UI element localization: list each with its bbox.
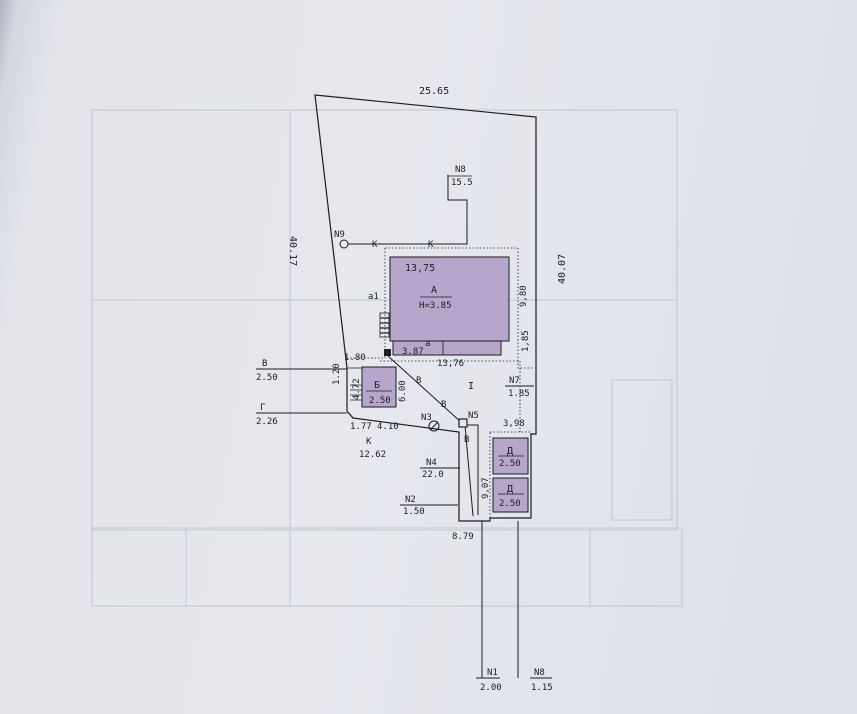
porch-value: 3.87: [402, 347, 424, 357]
building-d-upper-value: 2.50: [499, 459, 521, 469]
dim-house-top: 13,75: [405, 263, 435, 274]
node-n7-value: 1.85: [508, 389, 530, 399]
pipe-mark-v-1: В: [416, 376, 421, 386]
building-d-lower: [492, 477, 529, 513]
dim-house-right: 9,80: [519, 285, 529, 307]
annex-a1-hatch: [379, 312, 390, 338]
node-n5-label: N5: [468, 411, 479, 421]
building-d-lower-letter: Д: [507, 484, 513, 495]
node-n5-chamber: [458, 418, 468, 428]
node-n9-well: [339, 239, 349, 249]
node-n9-label: N9: [334, 230, 345, 240]
porch-letter: а: [425, 339, 430, 349]
building-d-lower-value: 2.50: [499, 499, 521, 509]
line-g-label: Г: [260, 403, 265, 413]
dim-472: 4.72: [352, 378, 362, 400]
dim-907: 9,07: [481, 477, 491, 499]
node-n4-value: 22.0: [422, 470, 444, 480]
node-n8-top-label: N8: [455, 165, 466, 175]
pipe-mark-k-3: К: [366, 437, 372, 447]
node-n8-bottom-value: 1.15: [531, 683, 553, 693]
dotted-boundary: [347, 247, 534, 432]
pipe-mark-v-2: В: [441, 400, 446, 410]
node-n1-label: N1: [487, 668, 498, 678]
parcel-boundary: [314, 94, 537, 522]
zone-label: I: [468, 381, 474, 392]
annex-a1-label: а1: [368, 292, 379, 302]
building-b: [361, 366, 397, 408]
building-d-upper-letter: Д: [507, 446, 513, 457]
node-n2-value: 1.50: [403, 507, 425, 517]
line-v-label: В: [262, 359, 267, 369]
dim-879: 8.79: [452, 532, 474, 542]
node-n3-label: N3: [421, 413, 432, 423]
pipe-mark-v-3: В: [464, 435, 469, 445]
node-n2-label: N2: [405, 495, 416, 505]
dim-410: 4.10: [377, 422, 399, 432]
building-b-value: 2.50: [369, 396, 391, 406]
node-n8-top-value: 15.5: [451, 178, 473, 188]
pipe-mark-k-2: К: [428, 240, 434, 250]
building-b-letter: Б: [374, 380, 380, 391]
dim-398: 3,98: [503, 419, 525, 429]
dim-180: 1.80: [344, 353, 366, 363]
node-n7-label: N7: [509, 376, 520, 386]
utility-lines: [256, 175, 552, 679]
dim-1262: 12.62: [359, 450, 386, 460]
porch-a: [392, 340, 502, 356]
dim-177: 1.77: [350, 422, 372, 432]
node-n4-label: N4: [426, 458, 437, 468]
dim-120: 1.20: [332, 363, 342, 385]
dim-right: 40.07: [557, 254, 568, 284]
dim-185: 1,85: [521, 330, 531, 352]
building-a-letter: А: [431, 285, 437, 296]
line-v-value: 2.50: [256, 373, 278, 383]
node-n8-bottom-label: N8: [534, 668, 545, 678]
building-a-height: Н=3.85: [419, 301, 452, 311]
building-a: [389, 256, 510, 342]
dim-left: 40.17: [287, 236, 298, 266]
dim-top: 25.65: [419, 86, 449, 97]
show-through-background: [91, 109, 683, 607]
line-g-value: 2.26: [256, 417, 278, 427]
pipe-mark-k-1: К: [372, 240, 378, 250]
node-n3-icon: [428, 420, 440, 432]
node-n1-value: 2.00: [480, 683, 502, 693]
dim-600: 6.00: [398, 380, 408, 402]
dim-house-bottom: 13,76: [437, 359, 464, 369]
